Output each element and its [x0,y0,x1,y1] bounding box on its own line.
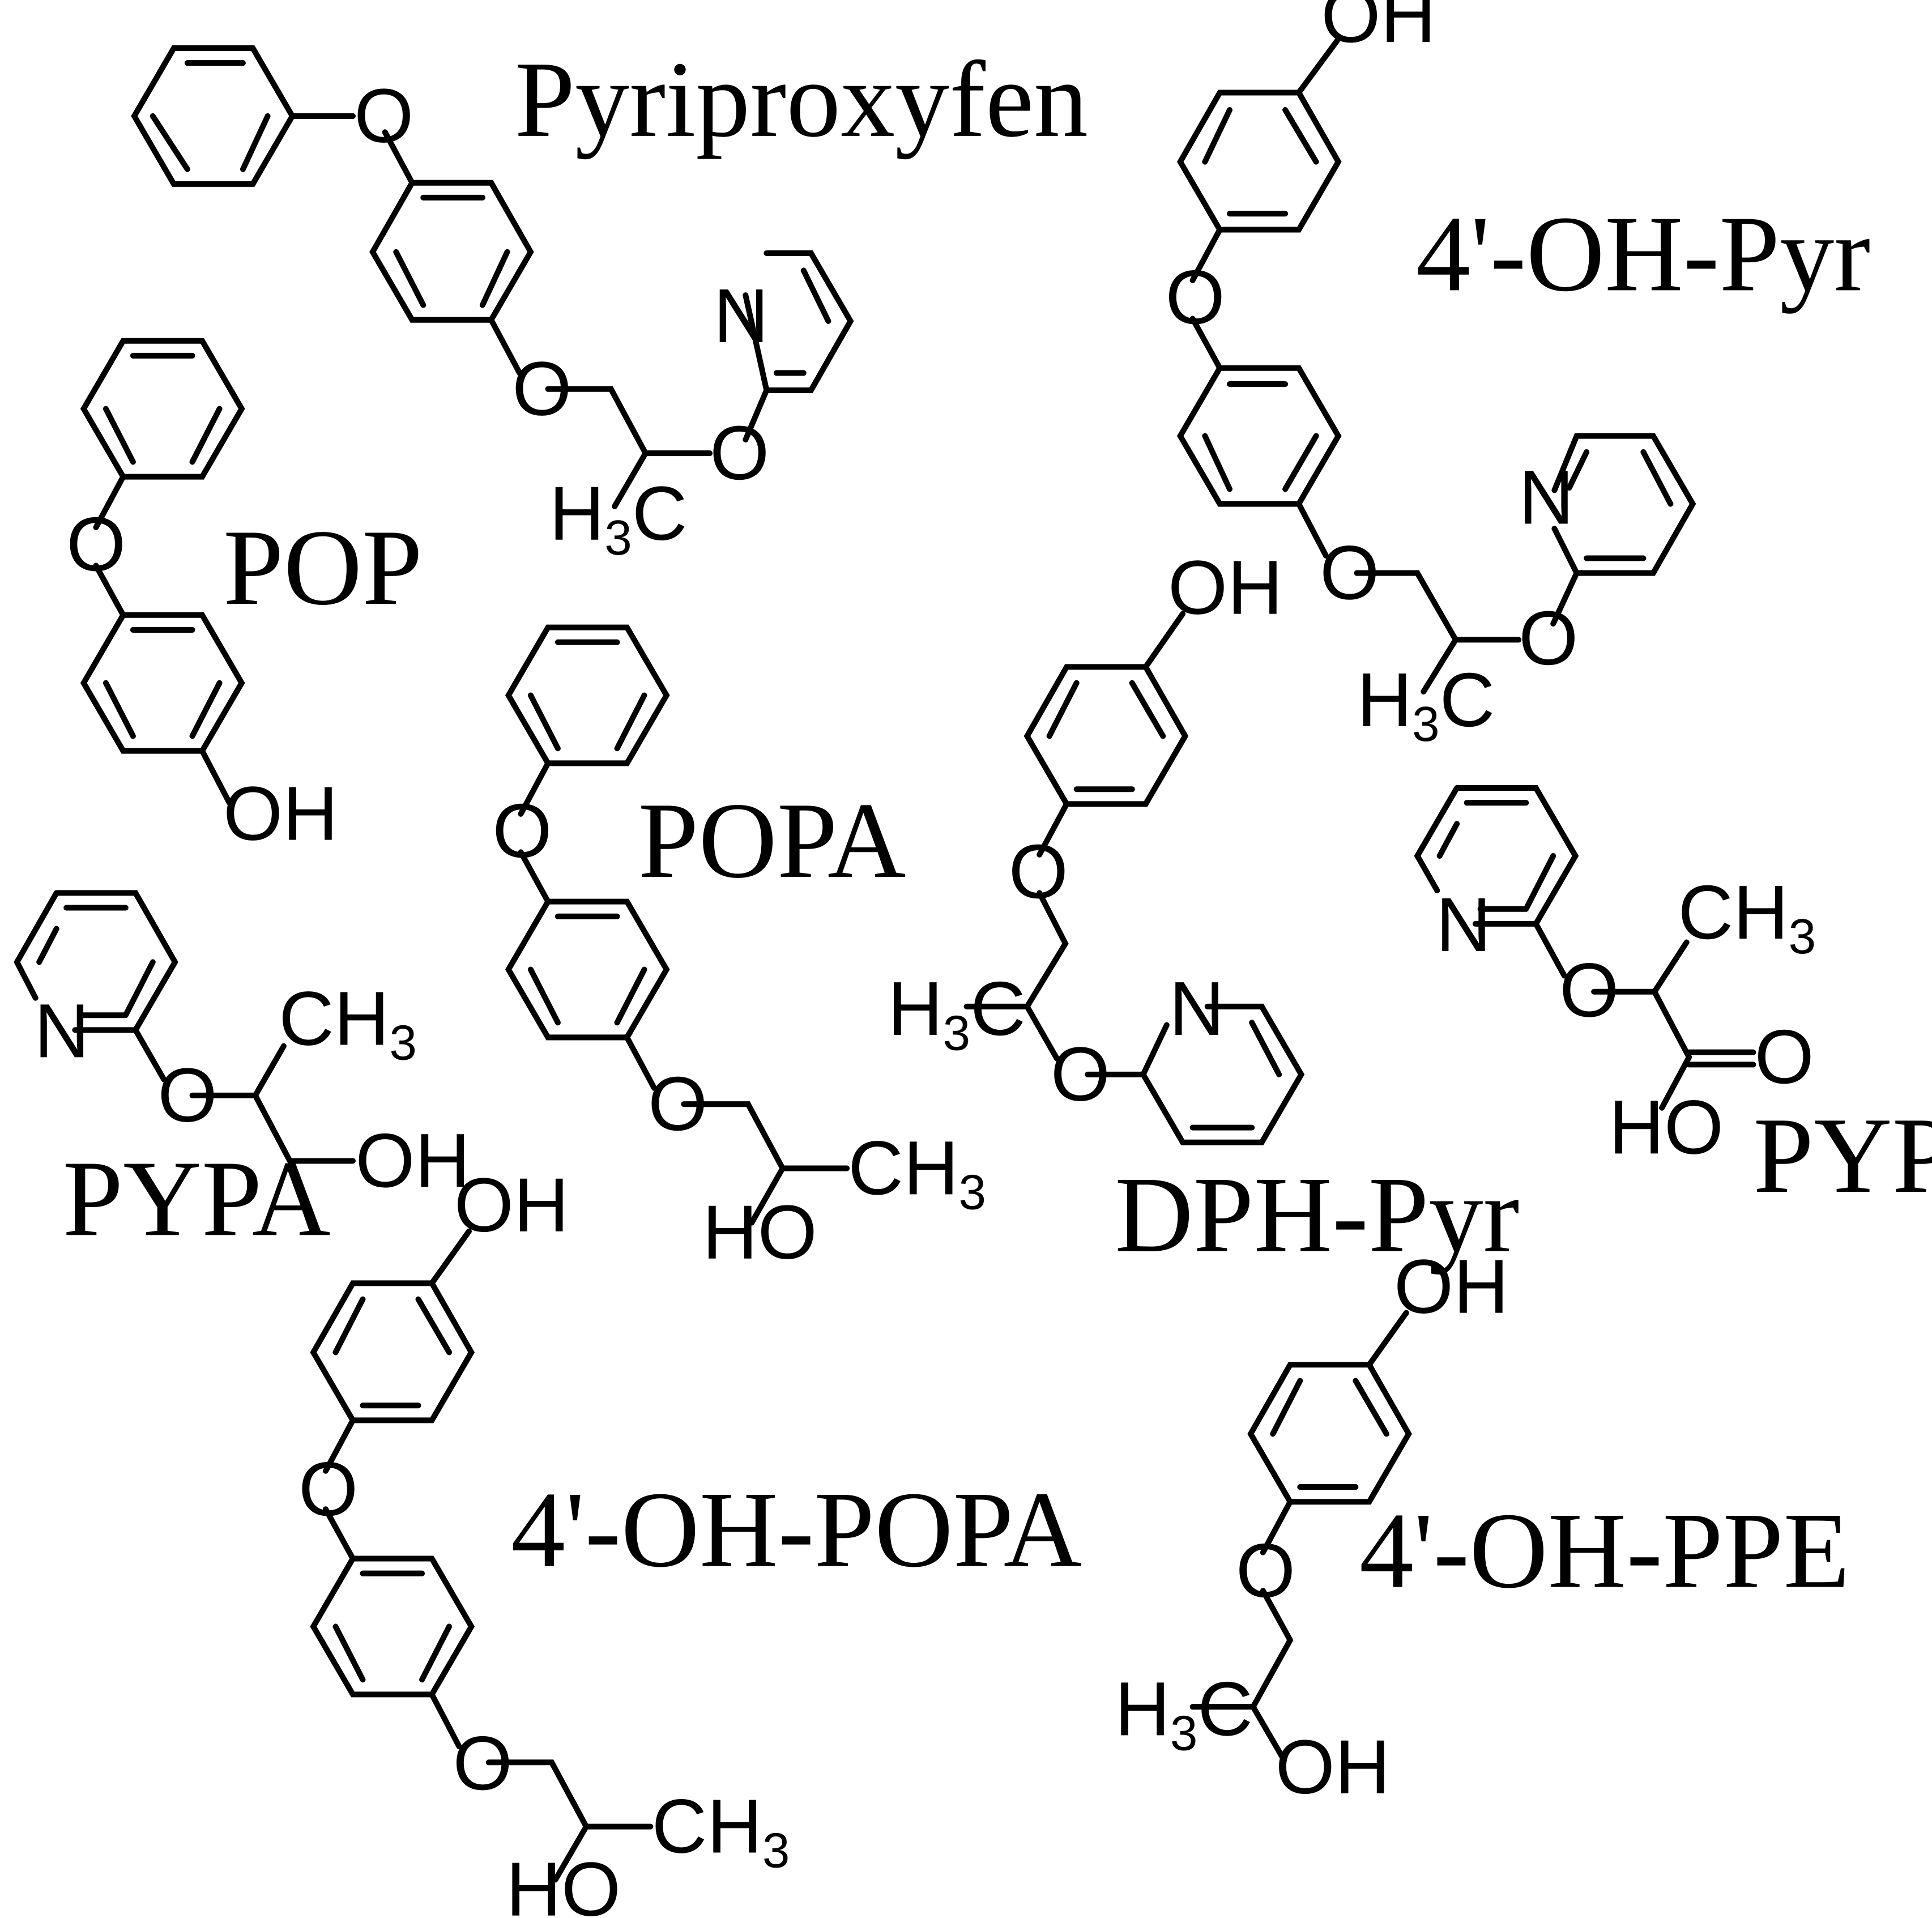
name-pyriproxyfen: Pyriproxyfen [515,39,1088,160]
ohpyr-ether-o1: O [1166,254,1225,340]
ohpopa-ether-o1: O [298,1446,358,1532]
ohppe-hydroxyl: OH [1394,1244,1509,1329]
ohpopa-methyl: CH3 [652,1783,790,1878]
bond-lines [14,37,1756,1883]
ohppe-ether-o: O [1236,1528,1295,1613]
bonds-popa [505,624,850,1226]
pypac-hydroxyl: HO [1609,1084,1724,1170]
pyr-ether-o2: O [512,346,572,432]
bonds-pyriproxyfen [131,45,854,509]
pop-ether-o: O [66,501,126,587]
pyr-methyl: H3C [549,471,688,565]
name-pypac: PYPAC [1753,1095,1932,1216]
popa-ether-o2: O [648,1061,707,1146]
ohpyr-ether-o3: O [1519,595,1578,681]
pypa-hydroxyl: OH [355,1118,470,1203]
bonds-pop [80,338,245,806]
ohpopa-hydroxyl-2: HO [506,1847,621,1918]
ohppe-hydroxyl-2: OH [1276,1724,1391,1810]
name-4oh-pyr: 4'-OH-Pyr [1416,193,1870,314]
pypac-carbonyl-o: O [1755,1014,1814,1099]
compound-names: Pyriproxyfen 4'-OH-Pyr POP POPA DPH-Pyr … [63,39,1932,1611]
name-popa: POPA [638,780,906,901]
pypa-ring-n: N [34,988,89,1073]
bonds-dph-pyr [963,611,1305,1145]
bonds-pypac [1414,785,1756,1111]
ohppe-methyl: H3C [1115,1666,1253,1761]
popa-hydroxyl: HO [702,1190,817,1275]
popa-ether-o1: O [492,788,552,873]
ohpopa-hydroxyl: OH [454,1162,569,1248]
name-pypa: PYPA [63,1138,331,1259]
bonds-4oh-ppe [1189,1310,1412,1763]
name-dph-pyr: DPH-Pyr [1115,1154,1519,1275]
ohpyr-ether-o2: O [1320,530,1379,615]
ohpyr-hydroxyl: OH [1321,0,1436,58]
ohpopa-ether-o2: O [453,1720,513,1806]
bonds-pypa [14,890,356,1164]
dph-hydroxyl: OH [1168,545,1283,630]
atom-labels: O O O N H3C OH O O O N H3C O OH O O CH3 … [34,0,1816,1918]
pypac-methyl: CH3 [1678,870,1816,964]
dph-ether-o1: O [1009,829,1068,914]
bonds-4oh-popa [310,1228,654,1883]
pypac-ring-n: N [1436,882,1491,967]
bonds-4oh-pyr [1176,37,1696,694]
name-4oh-popa: 4'-OH-POPA [511,1469,1082,1590]
dph-ring-n: N [1169,966,1225,1051]
dph-ether-o2: O [1051,1032,1110,1117]
pyr-ether-o1: O [354,73,413,159]
name-4oh-ppe: 4'-OH-PPE [1359,1490,1850,1611]
ohpyr-ring-n: N [1519,454,1574,540]
dph-methyl: H3C [888,966,1026,1060]
popa-methyl: CH3 [848,1125,986,1220]
pop-hydroxyl: OH [223,771,338,856]
name-pop: POP [223,507,423,628]
ohpyr-methyl: H3C [1357,657,1495,752]
pypac-ether-o: O [1559,947,1619,1033]
pypa-ether-o: O [157,1052,217,1138]
pyr-ether-o3: O [710,410,769,496]
pypa-methyl: CH3 [279,976,417,1071]
pyr-ring-n: N [714,273,769,359]
